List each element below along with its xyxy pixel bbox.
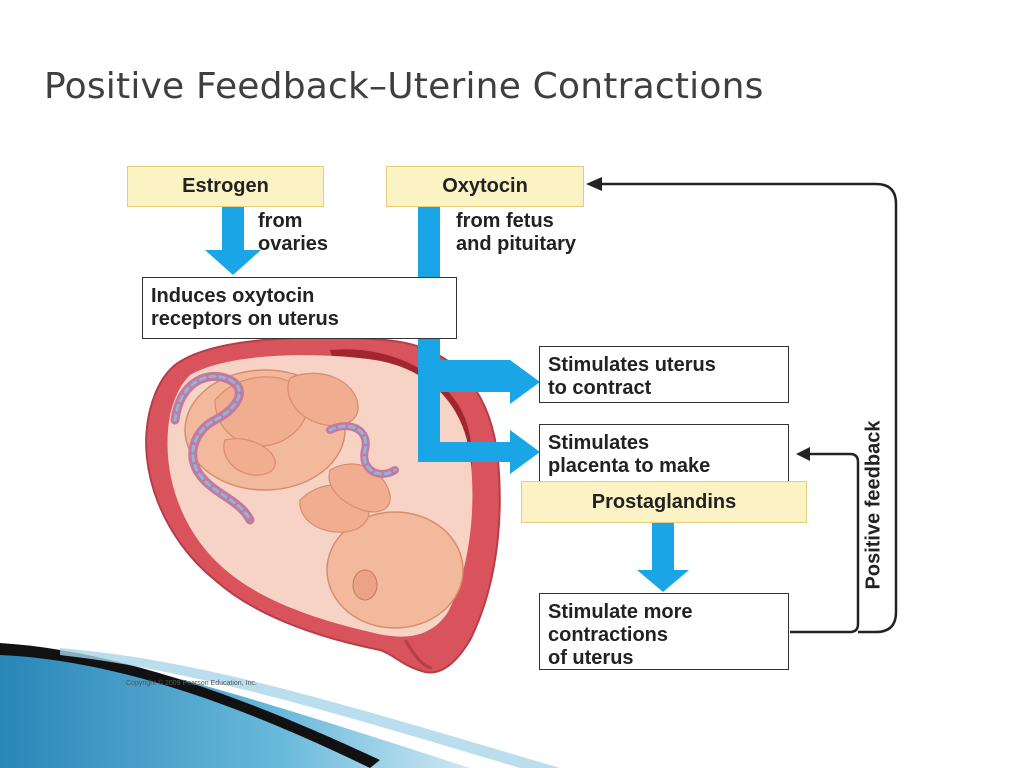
estrogen-arrow — [205, 207, 261, 275]
copyright-text: Copyright © 2009 Pearson Education, Inc. — [126, 680, 257, 687]
stimulates-placenta-line-2: placenta to make — [548, 455, 711, 477]
oxytocin-label: Oxytocin — [386, 166, 584, 207]
inner-feedback-line — [790, 452, 860, 634]
oxytocin-source-line-1: from fetus — [456, 210, 554, 232]
stimulate-more-box: Stimulate more contractions of uterus — [539, 593, 789, 670]
stimulate-more-line-1: Stimulate more — [548, 601, 693, 623]
induces-receptors-line-1: Induces oxytocin — [151, 285, 315, 307]
stimulates-uterus-box: Stimulates uterus to contract — [539, 346, 789, 403]
estrogen-source: from ovaries — [258, 210, 328, 256]
stimulates-placenta-line-1: Stimulates — [548, 432, 650, 454]
stimulate-more-line-2: contractions — [548, 624, 669, 646]
inner-feedback-arrowhead — [796, 447, 810, 461]
oxytocin-source-line-2: and pituitary — [456, 233, 577, 255]
estrogen-source-line-2: ovaries — [258, 233, 329, 255]
outer-feedback-arrowhead — [586, 177, 602, 191]
induces-receptors-line-2: receptors on uterus — [151, 308, 339, 330]
slide-title: Positive Feedback–Uterine Contractions — [44, 66, 764, 107]
stimulate-more-line-3: of uterus — [548, 647, 634, 669]
estrogen-source-line-1: from — [258, 210, 303, 232]
estrogen-label: Estrogen — [127, 166, 324, 207]
stimulates-uterus-line-1: Stimulates uterus — [548, 354, 716, 376]
stimulates-uterus-line-2: to contract — [548, 377, 652, 399]
prostaglandins-label: Prostaglandins — [521, 481, 807, 523]
oxytocin-source: from fetus and pituitary — [456, 210, 576, 256]
stimulates-placenta-box: Stimulates placenta to make — [539, 424, 789, 482]
induces-receptors-box: Induces oxytocin receptors on uterus — [142, 277, 457, 339]
outer-feedback-line — [594, 182, 898, 634]
prostaglandins-arrow — [637, 522, 689, 592]
